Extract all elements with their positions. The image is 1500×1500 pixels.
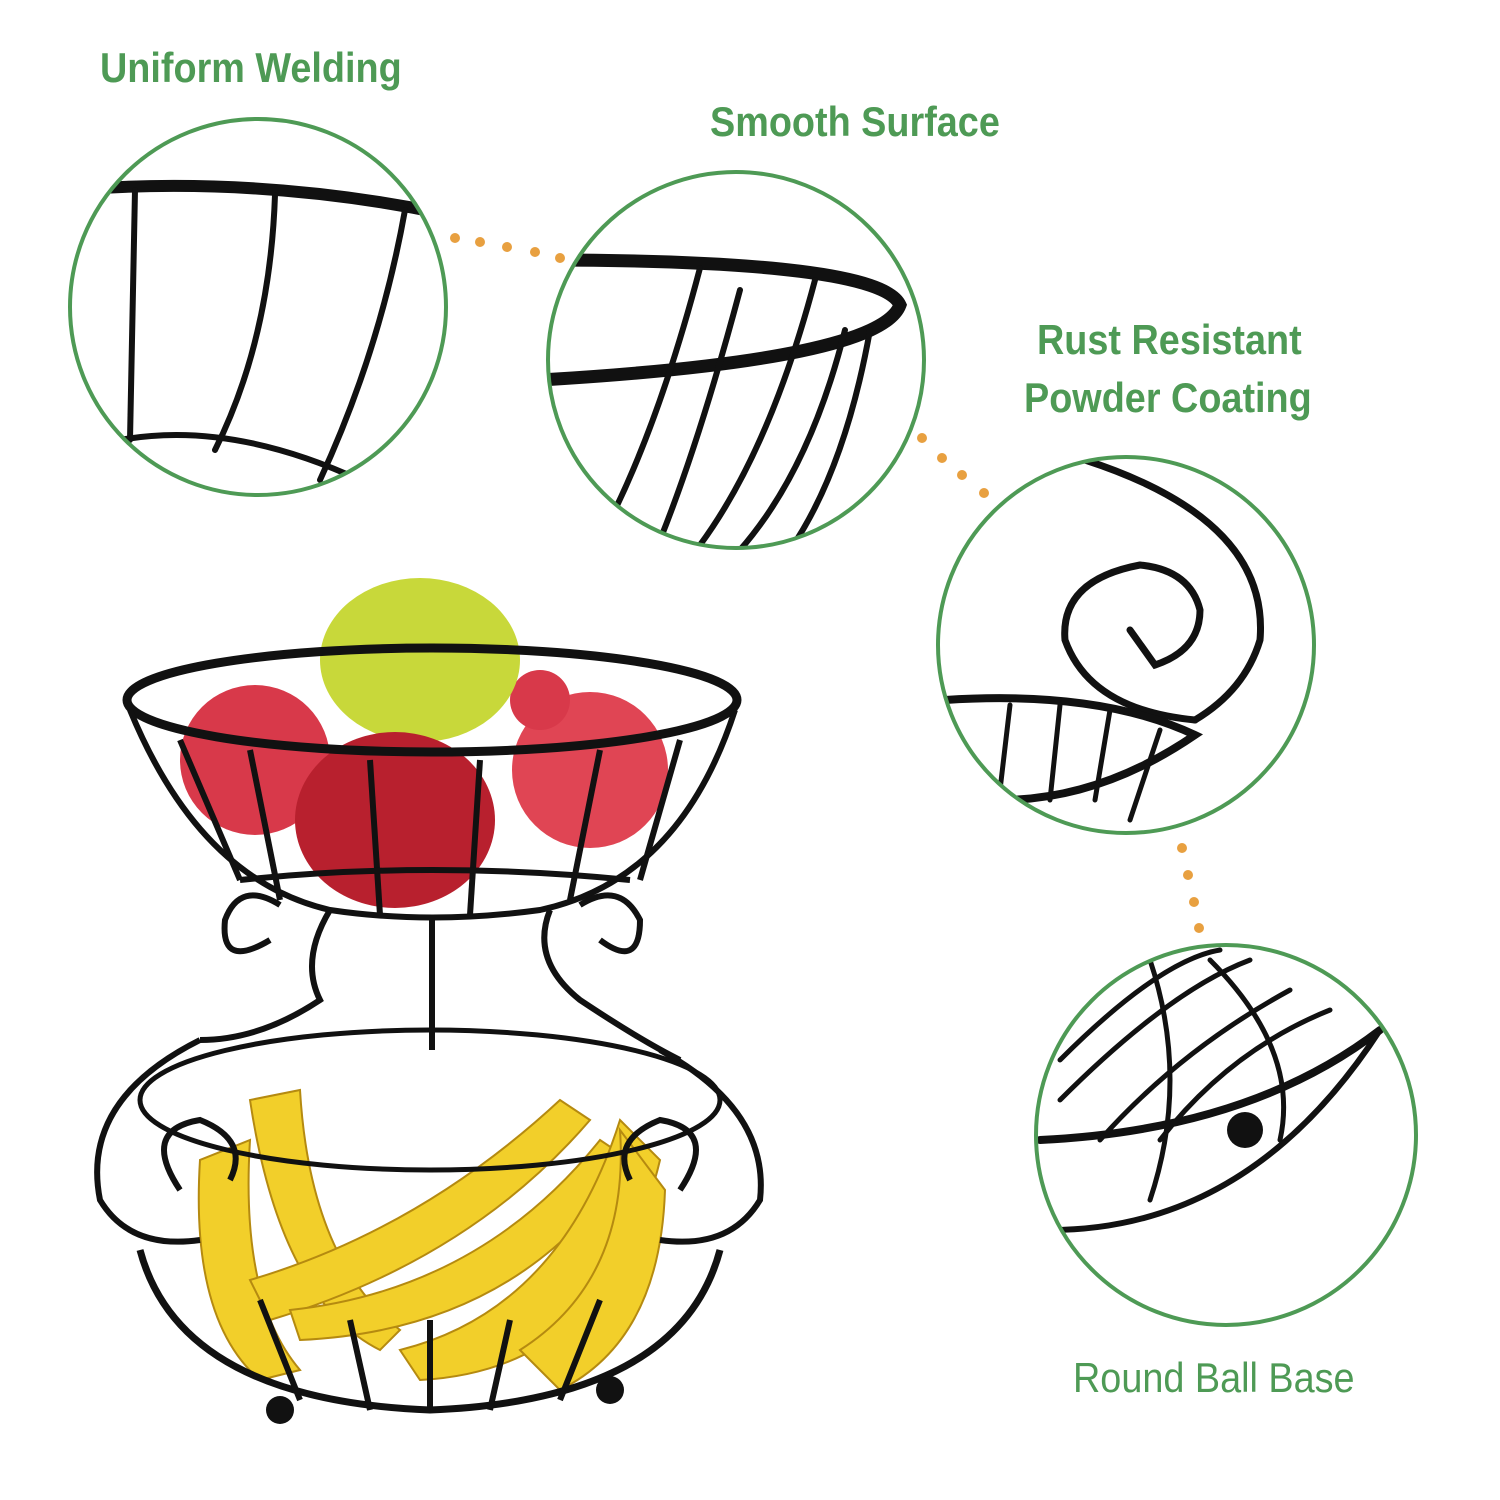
connector-dots: [450, 233, 1204, 933]
feature-label-uniform-welding: Uniform Welding: [100, 44, 402, 91]
lower-bowl: [94, 1027, 764, 1424]
upper-bowl: [122, 578, 742, 1063]
detail-circle-coating: [936, 455, 1316, 835]
feature-label-round-ball-base: Round Ball Base: [1073, 1354, 1355, 1401]
feature-label-powder-coating: Powder Coating: [1024, 374, 1312, 421]
detail-circle-welding: [68, 117, 448, 497]
detail-circle-base: [1034, 943, 1418, 1327]
feature-label-smooth-surface: Smooth Surface: [710, 98, 1000, 145]
detail-circle-surface: [546, 170, 926, 550]
feature-label-rust-resistant: Rust Resistant: [1037, 316, 1302, 363]
